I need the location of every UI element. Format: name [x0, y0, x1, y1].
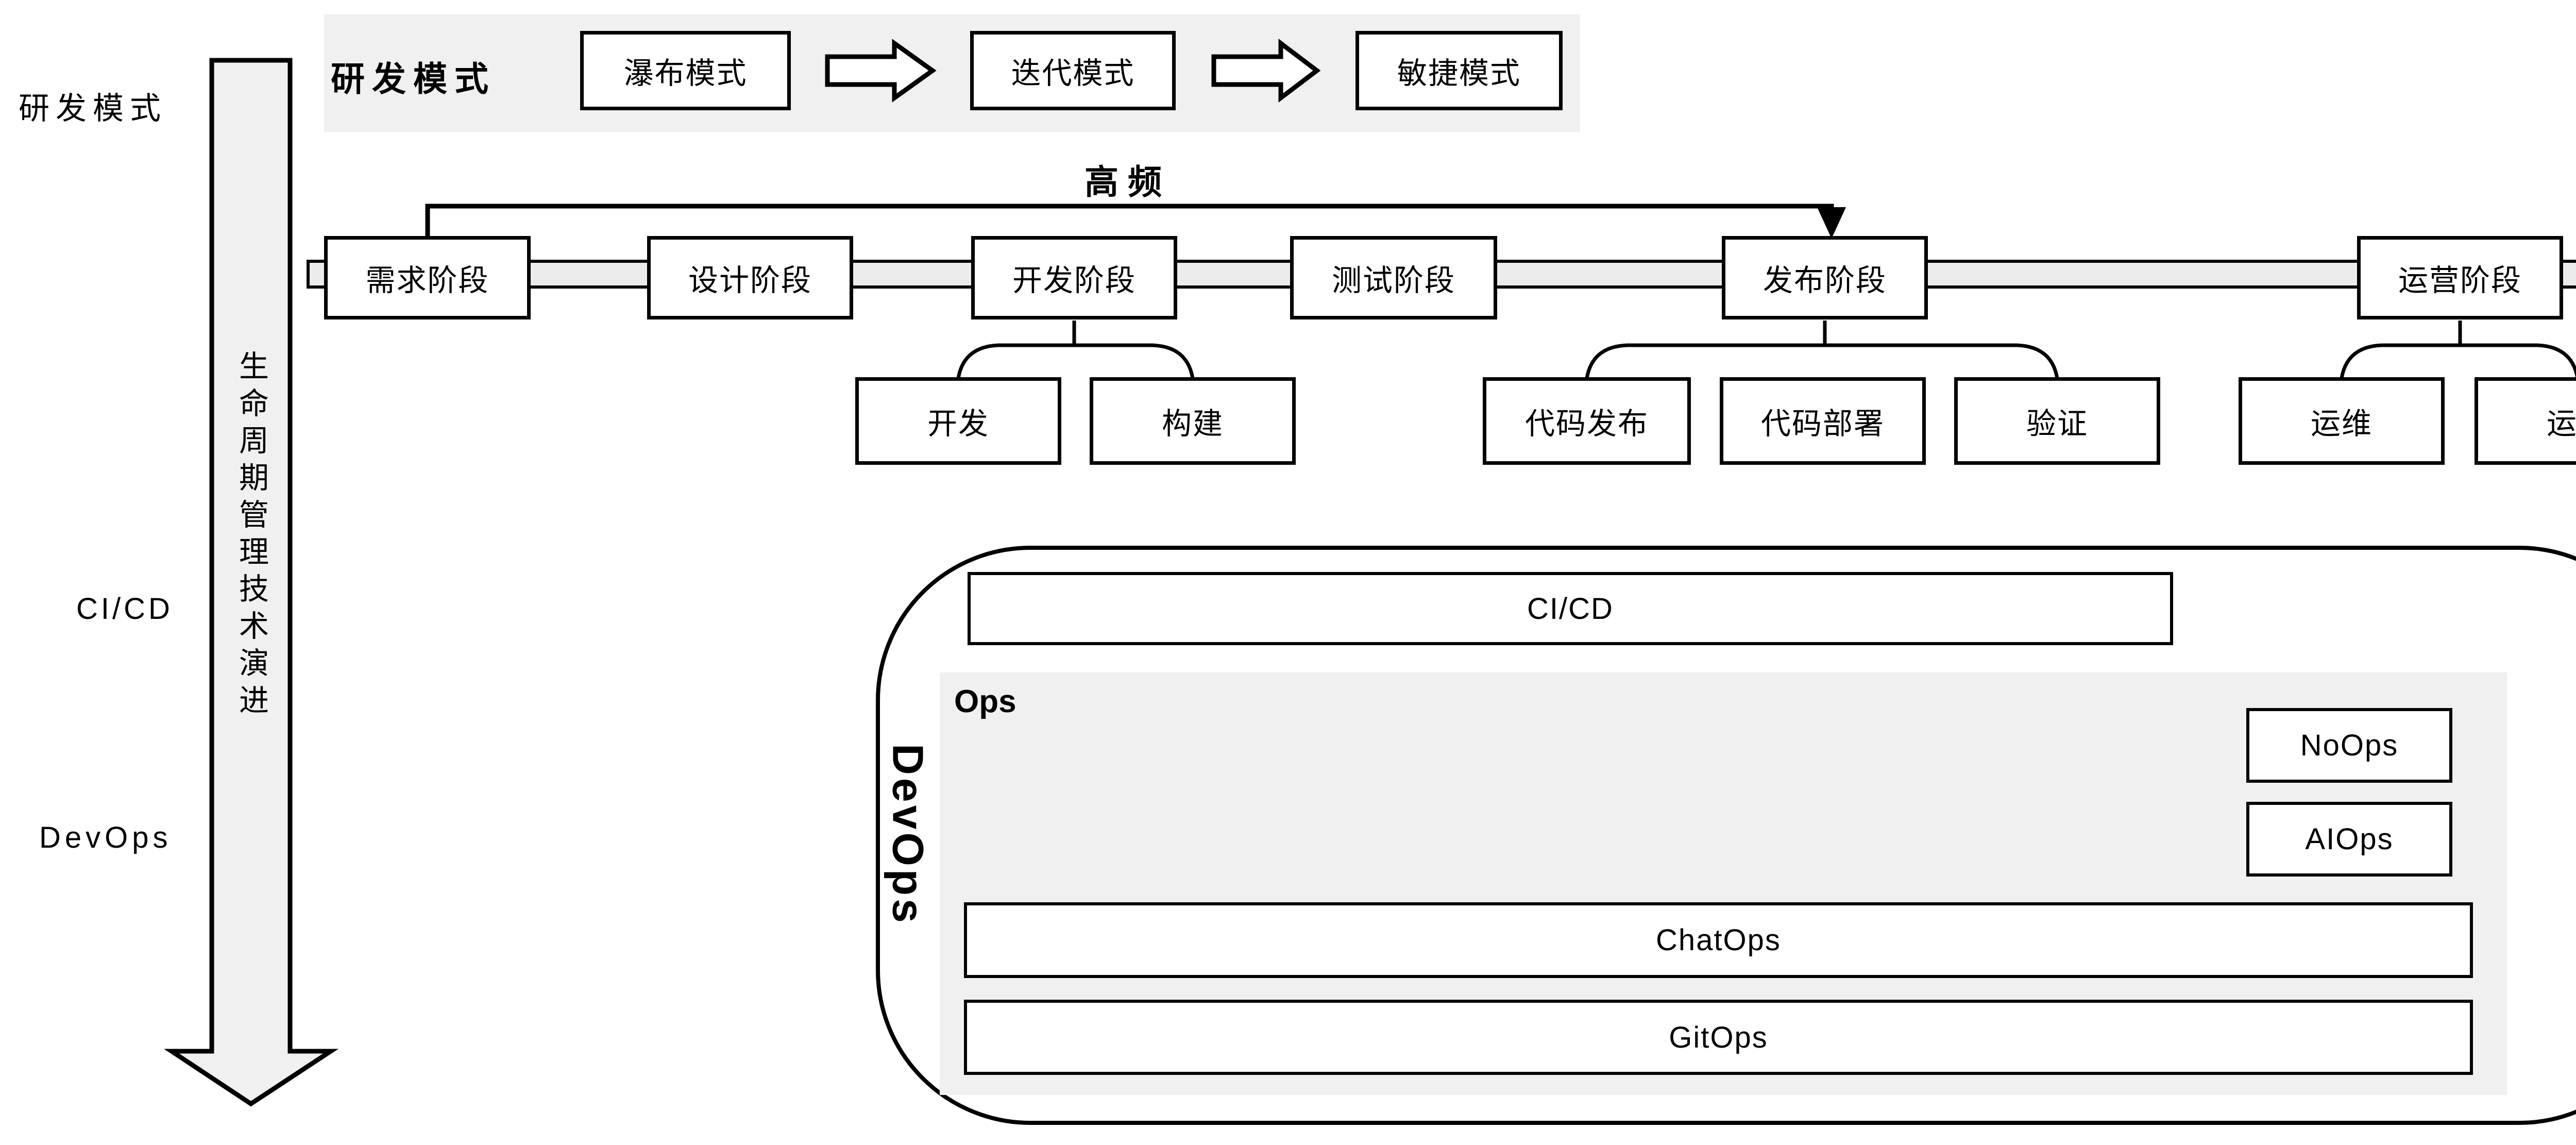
ops-panel-label: Ops	[954, 684, 1016, 719]
high-frequency-arrowhead-icon	[1817, 207, 1846, 239]
stage-box-testing: 测试阶段	[1290, 236, 1497, 319]
high-frequency-line	[425, 204, 1834, 236]
stage-box-development: 开发阶段	[971, 236, 1177, 319]
stage-box-requirements: 需求阶段	[324, 236, 531, 319]
rail-devops-label: DevOps	[39, 821, 172, 854]
mode-box-waterfall: 瀑布模式	[580, 31, 791, 110]
sub-box-dev: 开发	[855, 377, 1061, 465]
gitops-box: GitOps	[964, 1000, 2473, 1075]
sub-box-code-deploy: 代码部署	[1720, 377, 1926, 465]
mode-arrow-icon-2	[1211, 38, 1321, 103]
mode-box-agile: 敏捷模式	[1355, 31, 1563, 110]
sub-box-code-release: 代码发布	[1483, 377, 1691, 465]
aiops-box: AIOps	[2246, 802, 2452, 877]
high-frequency-label: 高频	[1084, 163, 1171, 201]
noops-box: NoOps	[2246, 708, 2452, 783]
sub-box-build: 构建	[1090, 377, 1296, 465]
mode-box-iterative: 迭代模式	[970, 31, 1176, 110]
devops-container-label: DevOps	[884, 744, 933, 926]
sub-box-operation: 运营	[2475, 377, 2576, 465]
stage-box-operation: 运营阶段	[2357, 236, 2563, 319]
rail-dev-mode-label: 研发模式	[19, 91, 167, 126]
mode-arrow-icon-1	[825, 39, 937, 103]
release-bracket	[1585, 343, 2059, 380]
evolution-arrow	[164, 58, 339, 1107]
sub-box-verify: 验证	[1954, 377, 2160, 465]
dev-mode-title: 研发模式	[331, 60, 496, 98]
evolution-arrow-label: 生命周期管理技术演进	[234, 350, 268, 721]
operate-bracket	[2340, 343, 2576, 380]
chatops-box: ChatOps	[964, 902, 2473, 978]
cicd-box: CI/CD	[968, 572, 2173, 645]
rail-cicd-label: CI/CD	[76, 592, 173, 626]
sub-box-maintenance: 运维	[2239, 377, 2445, 465]
stage-box-design: 设计阶段	[647, 236, 853, 319]
stage-box-release: 发布阶段	[1722, 236, 1928, 319]
develop-bracket	[956, 343, 1195, 380]
